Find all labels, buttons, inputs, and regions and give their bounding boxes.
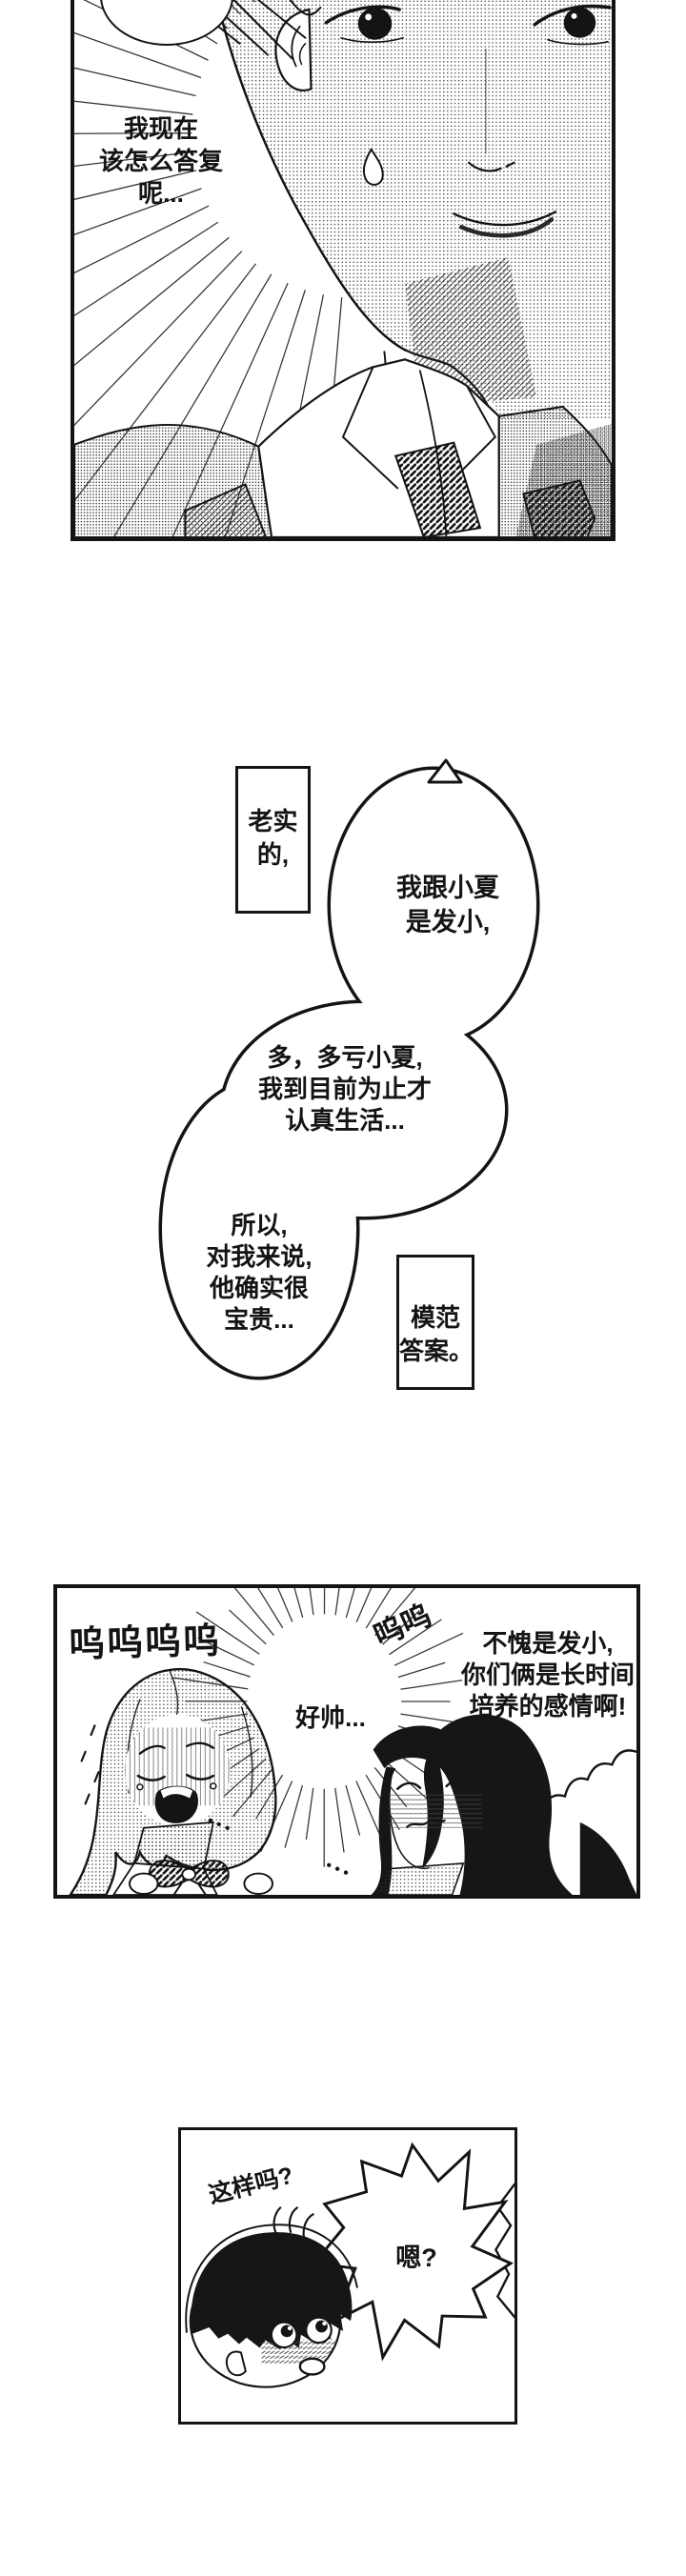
boy-figure xyxy=(185,2206,358,2388)
thought-line: 我现在 xyxy=(123,114,198,143)
bubble-tail xyxy=(427,758,463,784)
speech-line: 培养的感情啊! xyxy=(469,1692,627,1721)
thought-text: 我现在 该怎么答复 呢... xyxy=(90,112,232,210)
panel-man-closeup: 我现在 该怎么答复 呢... xyxy=(71,0,615,541)
speech-text-low: 所以, 对我来说, 他确实很 宝贵... xyxy=(162,1210,356,1336)
speech-line: 认真生活... xyxy=(285,1106,405,1135)
speech-line: 你们俩是长时间 xyxy=(460,1660,635,1689)
panel-fangirls: 呜呜呜呜 呜呜 好帅... 不愧是发小, 你们俩是长时间 培养的感情啊! xyxy=(53,1584,640,1899)
trailing-dots xyxy=(208,1818,349,1875)
speech-text-mid: 多，多亏小夏, 我到目前为止才 认真生活... xyxy=(219,1042,471,1137)
ribbon-bow xyxy=(148,1860,189,1888)
caption-line: 老实 xyxy=(248,807,298,835)
flash-bubble xyxy=(311,2142,514,2362)
caption-line: 答案。 xyxy=(399,1337,474,1365)
man-face xyxy=(184,0,612,431)
panel-chibi-boy: 这样吗? 嗯? xyxy=(178,2127,517,2425)
speech-line: 所以, xyxy=(231,1211,288,1239)
bubble-cluster-art xyxy=(158,758,540,1380)
thought-line: 呢... xyxy=(138,179,184,208)
fluster-marks xyxy=(272,2206,314,2238)
woman-figure xyxy=(69,1667,277,1895)
caption-box-left: 老实 的, xyxy=(235,766,311,914)
speech-line: 他确实很 xyxy=(209,1274,309,1302)
speech-line: 对我来说, xyxy=(206,1242,313,1271)
speech-line: 宝贵... xyxy=(224,1305,294,1334)
fangirls-art xyxy=(69,1588,636,1895)
caption-box-right: 模范 答案。 xyxy=(396,1255,474,1390)
bubble-cluster-section: 老实 的, 我跟小夏 是发小, 多，多亏小夏, 我到目前为止才 认真生活... … xyxy=(0,743,686,1410)
speech-line: 我到目前为止才 xyxy=(257,1075,432,1103)
fangirl-speech: 不愧是发小, 你们俩是长时间 培养的感情啊! xyxy=(434,1628,636,1722)
shout-hm: 嗯? xyxy=(395,2244,437,2272)
speech-line: 我跟小夏 xyxy=(396,874,499,902)
speech-line: 是发小, xyxy=(405,908,491,936)
speech-line: 多，多亏小夏, xyxy=(267,1043,423,1072)
tear-flecks xyxy=(80,1724,100,1805)
caption-line: 模范 xyxy=(410,1303,460,1332)
tear-marks xyxy=(501,1819,515,1865)
shout-text: 好帅... xyxy=(295,1703,366,1732)
man-closeup-art xyxy=(74,0,612,537)
speech-line: 不愧是发小, xyxy=(482,1629,614,1658)
girl-figure xyxy=(371,1714,636,1895)
caption-line: 的, xyxy=(256,840,290,869)
chibi-boy-art xyxy=(185,2142,514,2388)
speech-bubble-fills xyxy=(162,770,536,1377)
speech-text-top: 我跟小夏 是发小, xyxy=(335,871,560,939)
striped-tie xyxy=(393,441,482,537)
sweat-drop xyxy=(362,148,384,186)
thought-line: 该怎么答复 xyxy=(98,147,223,175)
sfx-crying-big: 呜呜呜呜 xyxy=(68,1620,222,1666)
man-shoulders xyxy=(74,358,612,537)
